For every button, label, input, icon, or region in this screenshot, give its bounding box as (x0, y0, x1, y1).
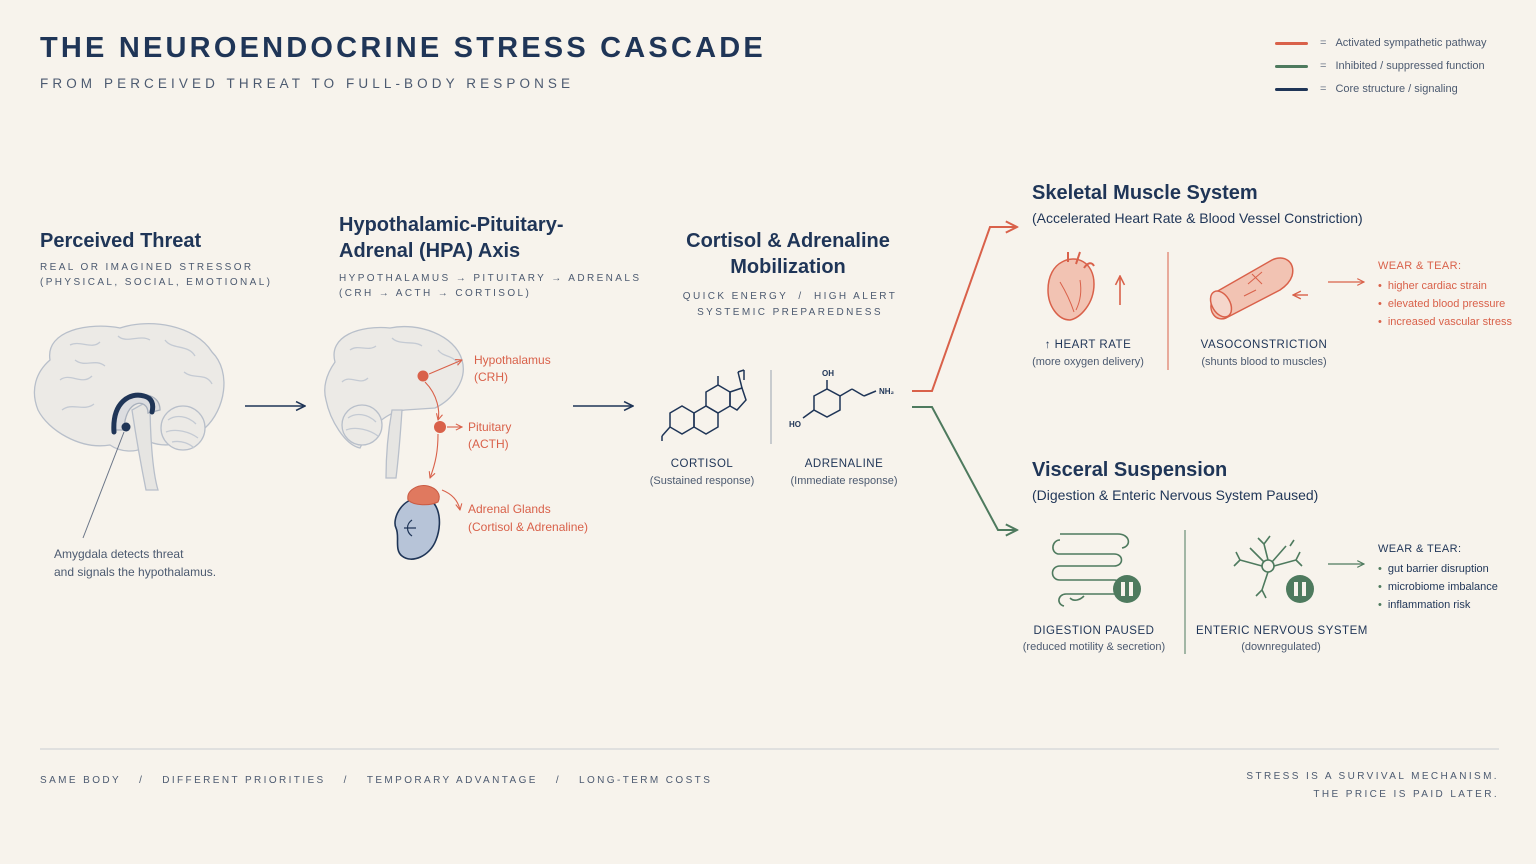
hpa-brain-icon (324, 325, 464, 479)
ho-label: HO (789, 420, 801, 429)
hpa-title-1: Hypothalamic-Pituitary- (339, 214, 564, 236)
limbic-arc (111, 392, 156, 435)
vasoconstriction-label: VASOCONSTRICTION (1200, 339, 1328, 351)
threat-caps-1: REAL OR IMAGINED STRESSOR (40, 262, 254, 273)
legend-item-activated: = Activated sympathetic pathway (1275, 35, 1486, 51)
cortisol-label: CORTISOL (670, 458, 734, 470)
digestion-label: DIGESTION PAUSED (1033, 625, 1155, 637)
visceral-title: Visceral Suspension (1032, 459, 1228, 481)
skeletal-title: Skeletal Muscle System (1032, 182, 1258, 204)
brain-sagittal-icon (33, 323, 225, 491)
digestion-sublabel: (reduced motility & secretion) (1022, 641, 1166, 653)
legend-item-inhibited: = Inhibited / suppressed function (1275, 58, 1486, 74)
adrenaline-sublabel: (Immediate response) (790, 475, 898, 487)
visceral-subtitle: (Digestion & Enteric Nervous System Paus… (1032, 487, 1319, 503)
list-item: •microbiome imbalance (1378, 580, 1498, 593)
adrenal-hormones-label: (Cortisol & Adrenaline) (468, 520, 589, 534)
heart-rate-label: ↑ HEART RATE (1044, 339, 1132, 351)
kidney-adrenal-icon (394, 485, 441, 560)
visceral-wear-list: •gut barrier disruption •microbiome imba… (1378, 561, 1498, 614)
amygdala-dot (121, 422, 131, 432)
digestion-pause-icon (1113, 575, 1141, 603)
legend-label: Core structure / signaling (1335, 83, 1458, 95)
crh-label: (CRH) (474, 370, 508, 384)
heart-icon (1047, 251, 1095, 321)
list-item: •elevated blood pressure (1378, 297, 1506, 310)
pituitary-label: Pituitary (468, 420, 512, 434)
page-title: THE NEUROENDOCRINE STRESS CASCADE (40, 32, 766, 64)
mobilization-title-2: Mobilization (730, 256, 846, 278)
blood-vessel-icon (1209, 257, 1294, 320)
skeletal-wear-list: •higher cardiac strain •elevated blood p… (1378, 278, 1512, 331)
heart-rate-sublabel: (more oxygen delivery) (1032, 356, 1144, 368)
amygdala-note-2: and signals the hypothalamus. (54, 565, 217, 579)
legend-swatch-navy (1275, 87, 1308, 91)
page-subtitle: FROM PERCEIVED THREAT TO FULL-BODY RESPO… (40, 76, 575, 91)
amygdala-note-1: Amygdala detects threat (54, 547, 184, 561)
legend-swatch-green (1275, 64, 1308, 68)
hypothalamus-pointer (428, 360, 462, 375)
footer-right-2: THE PRICE IS PAID LATER. (1313, 789, 1499, 800)
hpa-title-2: Adrenal (HPA) Axis (339, 240, 521, 262)
skeletal-subtitle: (Accelerated Heart Rate & Blood Vessel C… (1032, 210, 1363, 226)
nh2-label: NH₂ (879, 387, 895, 396)
arrow-to-visceral (912, 406, 1017, 530)
mobilization-caps-2: SYSTEMIC PREPAREDNESS (697, 307, 883, 318)
list-item: •higher cardiac strain (1378, 280, 1487, 292)
threat-caps-2: (PHYSICAL, SOCIAL, EMOTIONAL) (40, 277, 273, 288)
hypothalamus-dot (417, 370, 429, 382)
footer-tagline: SAME BODY / DIFFERENT PRIORITIES / TEMPO… (40, 775, 712, 786)
legend-swatch-red (1275, 41, 1308, 45)
adrenal-pointer (441, 489, 460, 510)
hypothalamus-label: Hypothalamus (474, 353, 551, 367)
legend-label: Activated sympathetic pathway (1335, 37, 1487, 49)
amygdala-leader-line (82, 431, 125, 539)
footer-separator: / (555, 775, 562, 786)
crh-arrow (424, 381, 439, 420)
vasoconstriction-sublabel: (shunts blood to muscles) (1201, 356, 1327, 368)
footer-item: DIFFERENT PRIORITIES (162, 775, 326, 786)
list-item: •inflammation risk (1378, 598, 1471, 611)
legend-item-core: = Core structure / signaling (1275, 81, 1486, 97)
legend-label: Inhibited / suppressed function (1335, 60, 1485, 72)
mobilization-caps-1: QUICK ENERGY / HIGH ALERT (682, 291, 898, 302)
adrenaline-label: ADRENALINE (804, 458, 884, 470)
footer-right-1: STRESS IS A SURVIVAL MECHANISM. (1246, 771, 1499, 782)
mobilization-title-1: Cortisol & Adrenaline (686, 230, 890, 252)
visceral-wear-box: WEAR & TEAR: •gut barrier disruption •mi… (1378, 543, 1498, 614)
pituitary-dot (434, 421, 446, 433)
arrow-to-skeletal (912, 227, 1017, 392)
skeletal-wear-box: WEAR & TEAR: •higher cardiac strain •ele… (1378, 260, 1512, 331)
footer-item: LONG-TERM COSTS (579, 775, 713, 786)
cortisol-sublabel: (Sustained response) (649, 475, 755, 487)
ens-sublabel: (downregulated) (1241, 641, 1321, 653)
hpa-caps-2: (CRH → ACTH → CORTISOL) (339, 288, 532, 299)
oh-label: OH (822, 369, 834, 378)
ens-label: ENTERIC NERVOUS SYSTEM (1196, 625, 1368, 637)
hpa-caps-1: HYPOTHALAMUS → PITUITARY → ADRENALS (339, 273, 642, 284)
footer-separator: / (139, 775, 145, 786)
adrenal-label: Adrenal Glands (468, 502, 551, 516)
cortisol-molecule-icon (661, 369, 747, 441)
legend: = Activated sympathetic pathway = Inhibi… (1275, 35, 1486, 97)
acth-label: (ACTH) (468, 437, 509, 451)
visceral-wear-title: WEAR & TEAR: (1378, 543, 1462, 555)
footer-item: SAME BODY (40, 775, 122, 786)
footer-separator: / (343, 775, 349, 786)
adrenaline-molecule-icon (802, 380, 877, 419)
neuron-icon (1233, 535, 1303, 599)
list-item: •gut barrier disruption (1378, 563, 1489, 575)
skeletal-wear-title: WEAR & TEAR: (1378, 260, 1462, 272)
list-item: •increased vascular stress (1378, 315, 1512, 328)
threat-title: Perceived Threat (40, 230, 202, 252)
ens-pause-icon (1286, 575, 1314, 603)
acth-arrow (430, 433, 439, 478)
footer-item: TEMPORARY ADVANTAGE (366, 775, 538, 786)
intestine-icon (1051, 533, 1130, 607)
